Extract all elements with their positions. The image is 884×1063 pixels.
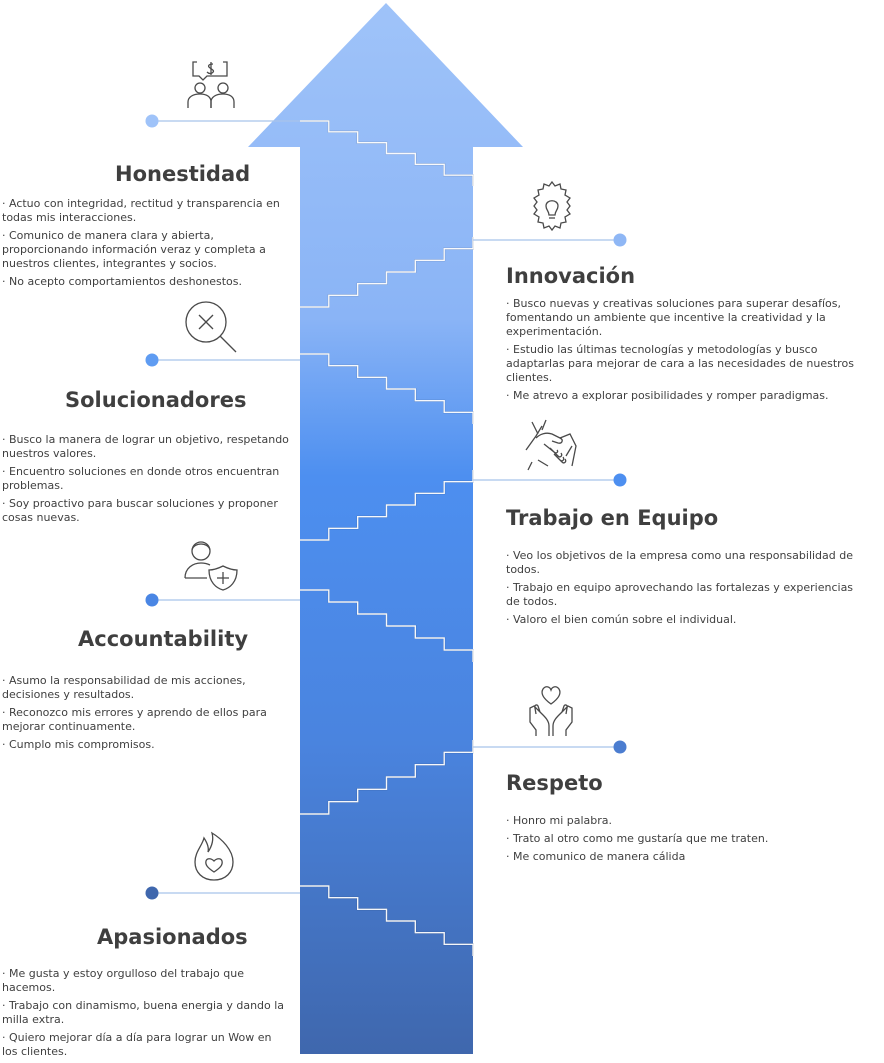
connector-dot: [613, 740, 627, 754]
connector-dot: [145, 114, 159, 128]
value-title-trabajo-en-equipo: Trabajo en Equipo: [506, 506, 719, 530]
list-item: · Me gusta y estoy orgulloso del trabajo…: [2, 967, 244, 994]
list-item: · Busco nuevas y creativas soluciones pa…: [506, 297, 842, 338]
list-item: · Asumo la responsabilidad de mis accion…: [2, 674, 246, 701]
value-list-solucionadores: · Busco la manera de lograr un objetivo,…: [2, 433, 294, 529]
value-title-innovacion: Innovación: [506, 264, 636, 288]
list-item: · Cumplo mis compromisos.: [2, 738, 155, 751]
connectors: [145, 114, 627, 900]
arrow-body: [248, 3, 523, 1054]
connector-dot: [145, 353, 159, 367]
value-title-respeto: Respeto: [506, 771, 603, 795]
list-item: · Trabajo con dinamismo, buena energia y…: [2, 999, 285, 1026]
list-item: · Estudio las últimas tecnologías y meto…: [506, 343, 854, 384]
stair-line: [300, 740, 474, 815]
list-item: · Honro mi palabra.: [506, 814, 613, 827]
stair-line: [300, 589, 474, 662]
handshake-icon: [522, 416, 580, 474]
connector-dot: [145, 886, 159, 900]
person-shield-icon: [181, 536, 241, 592]
value-title-honestidad: Honestidad: [115, 162, 251, 186]
hands-heart-icon: [522, 682, 580, 740]
list-item: · Quiero mejorar día a día para lograr u…: [2, 1031, 272, 1058]
list-item: · Soy proactivo para buscar soluciones y…: [2, 497, 278, 524]
connector-dot: [145, 593, 159, 607]
value-title-apasionados: Apasionados: [97, 925, 248, 949]
list-item: · Veo los objetivos de la empresa como u…: [506, 549, 854, 576]
value-list-innovacion: · Busco nuevas y creativas soluciones pa…: [506, 297, 876, 407]
lightbulb-gear-icon: [524, 178, 580, 234]
value-title-solucionadores: Solucionadores: [65, 388, 247, 412]
list-item: · Trabajo en equipo aprovechando las for…: [506, 581, 854, 608]
value-list-honestidad: · Actuo con integridad, rectitud y trans…: [2, 197, 282, 293]
list-item: · Trato al otro como me gustaría que me …: [506, 832, 769, 845]
list-item: · Busco la manera de lograr un objetivo,…: [2, 433, 289, 460]
list-item: · Encuentro soluciones en donde otros en…: [2, 465, 280, 492]
flame-heart-icon: [190, 830, 238, 884]
value-list-accountability: · Asumo la responsabilidad de mis accion…: [2, 674, 286, 756]
stair-line: [300, 885, 474, 956]
list-item: · Valoro el bien común sobre el individu…: [506, 613, 737, 626]
connector-dot: [613, 473, 627, 487]
value-list-apasionados: · Me gusta y estoy orgulloso del trabajo…: [2, 967, 290, 1063]
list-item: · Comunico de manera clara y abierta, pr…: [2, 229, 266, 270]
list-item: · Reconozco mis errores y aprendo de ell…: [2, 706, 267, 733]
stair-line: [300, 470, 474, 541]
magnifier-x-icon: [180, 298, 240, 356]
list-item: · No acepto comportamientos deshonestos.: [2, 275, 243, 288]
value-title-accountability: Accountability: [78, 627, 249, 651]
stair-line: [300, 120, 474, 186]
value-list-trabajo-en-equipo: · Veo los objetivos de la empresa como u…: [506, 549, 866, 631]
money-people-icon: [183, 56, 239, 112]
list-item: · Me atrevo a explorar posibilidades y r…: [506, 389, 829, 402]
stair-lines: [300, 120, 474, 956]
connector-dot: [613, 233, 627, 247]
value-list-respeto: · Honro mi palabra. · Trato al otro como…: [506, 814, 846, 868]
stair-line: [300, 237, 474, 308]
stair-line: [300, 353, 474, 424]
list-item: · Actuo con integridad, rectitud y trans…: [2, 197, 280, 224]
list-item: · Me comunico de manera cálida: [506, 850, 686, 863]
